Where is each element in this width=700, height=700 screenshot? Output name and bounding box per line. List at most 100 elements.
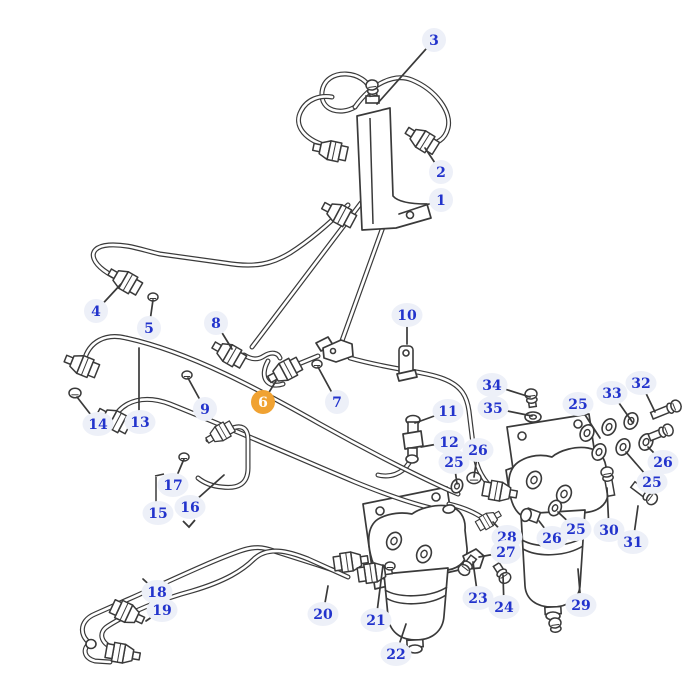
callout-25c[interactable]: 25 [636,470,668,494]
callout-number-7[interactable]: 7 [332,395,342,411]
callout-bubble[interactable] [477,396,509,420]
callout-number-16[interactable]: 16 [180,500,199,516]
callout-bubble[interactable] [307,602,339,626]
callout-13[interactable]: 13 [124,410,156,434]
callout-26a[interactable]: 26 [462,438,494,462]
callout-bubble[interactable] [560,517,592,541]
callout-bubble[interactable] [142,501,174,525]
callout-20[interactable]: 20 [307,602,339,626]
callout-bubble[interactable] [157,473,189,497]
callout-bubble[interactable] [429,188,453,212]
callout-bubble[interactable] [380,642,412,666]
callout-bubble[interactable] [422,28,446,52]
callout-bubble[interactable] [391,303,423,327]
callout-bubble[interactable] [625,371,657,395]
callout-27[interactable]: 27 [490,540,522,564]
callout-number-27[interactable]: 27 [496,545,515,561]
callout-number-30[interactable]: 30 [599,523,619,539]
callout-number-4[interactable]: 4 [91,304,101,320]
callout-bubble[interactable] [462,438,494,462]
callout-number-13[interactable]: 13 [130,415,149,431]
callout-bubble[interactable] [488,595,520,619]
callout-25d[interactable]: 25 [560,517,592,541]
callout-bubble[interactable] [636,470,668,494]
callout-number-25c[interactable]: 25 [642,475,661,491]
callout-bubble[interactable] [124,410,156,434]
callout-number-15[interactable]: 15 [148,506,167,522]
callout-number-11[interactable]: 11 [438,404,457,420]
callout-9[interactable]: 9 [193,397,217,421]
callout-2[interactable]: 2 [429,160,453,184]
callout-22[interactable]: 22 [380,642,412,666]
callout-11[interactable]: 11 [432,399,464,423]
callout-21[interactable]: 21 [360,608,392,632]
callout-bubble[interactable] [438,450,470,474]
callout-bubble[interactable] [617,530,649,554]
callout-26c[interactable]: 26 [536,526,568,550]
callout-bubble[interactable] [204,311,228,335]
callout-14[interactable]: 14 [82,412,114,436]
callout-bubble[interactable] [84,299,108,323]
callout-8[interactable]: 8 [204,311,228,335]
callout-bubble[interactable] [432,399,464,423]
callout-number-6[interactable]: 6 [258,395,268,411]
callout-number-20[interactable]: 20 [313,607,333,623]
callout-number-26b[interactable]: 26 [653,455,672,471]
callout-bubble[interactable] [433,430,465,454]
callout-number-14[interactable]: 14 [88,417,108,433]
callout-number-29[interactable]: 29 [571,598,590,614]
callout-number-31[interactable]: 31 [623,535,642,551]
callout-15[interactable]: 15 [142,501,174,525]
callout-number-23[interactable]: 23 [468,591,487,607]
callout-bubble[interactable] [490,540,522,564]
callout-5[interactable]: 5 [137,316,161,340]
callout-3[interactable]: 3 [422,28,446,52]
callout-number-35[interactable]: 35 [483,401,502,417]
callout-number-25a[interactable]: 25 [444,455,463,471]
callout-35[interactable]: 35 [477,396,509,420]
callout-bubble[interactable] [141,580,173,604]
callout-bubble[interactable] [146,598,178,622]
callout-30[interactable]: 30 [593,518,625,542]
callout-number-8[interactable]: 8 [211,316,221,332]
callout-number-25d[interactable]: 25 [566,522,585,538]
callout-24[interactable]: 24 [488,595,520,619]
callout-number-26a[interactable]: 26 [468,443,487,459]
callout-23[interactable]: 23 [462,586,494,610]
callout-7[interactable]: 7 [325,390,349,414]
callout-10[interactable]: 10 [391,303,423,327]
callout-bubble[interactable] [476,373,508,397]
callout-number-3[interactable]: 3 [429,33,439,49]
callout-number-19[interactable]: 19 [152,603,171,619]
callout-bubble[interactable] [565,593,597,617]
callout-number-24[interactable]: 24 [494,600,514,616]
callout-17[interactable]: 17 [157,473,189,497]
callout-number-18[interactable]: 18 [147,585,166,601]
callout-25a[interactable]: 25 [438,450,470,474]
callout-6[interactable]: 6 [251,390,275,414]
callout-bubble[interactable] [593,518,625,542]
callout-number-10[interactable]: 10 [397,308,417,324]
callout-29[interactable]: 29 [565,593,597,617]
callout-18[interactable]: 18 [141,580,173,604]
callout-number-25b[interactable]: 25 [568,397,587,413]
highlighted-callout-bubble[interactable] [251,390,275,414]
callout-number-2[interactable]: 2 [436,165,446,181]
callout-number-34[interactable]: 34 [482,378,502,394]
callout-bubble[interactable] [462,586,494,610]
callout-bubble[interactable] [174,495,206,519]
callout-bubble[interactable] [325,390,349,414]
callout-bubble[interactable] [137,316,161,340]
callout-33[interactable]: 33 [596,381,628,405]
callout-bubble[interactable] [360,608,392,632]
callout-26b[interactable]: 26 [647,450,679,474]
callout-bubble[interactable] [82,412,114,436]
callout-bubble[interactable] [193,397,217,421]
callout-12[interactable]: 12 [433,430,465,454]
callout-number-5[interactable]: 5 [144,321,154,337]
callout-16[interactable]: 16 [174,495,206,519]
callout-bubble[interactable] [562,392,594,416]
callout-number-17[interactable]: 17 [163,478,182,494]
callout-bubble[interactable] [536,526,568,550]
callout-31[interactable]: 31 [617,530,649,554]
